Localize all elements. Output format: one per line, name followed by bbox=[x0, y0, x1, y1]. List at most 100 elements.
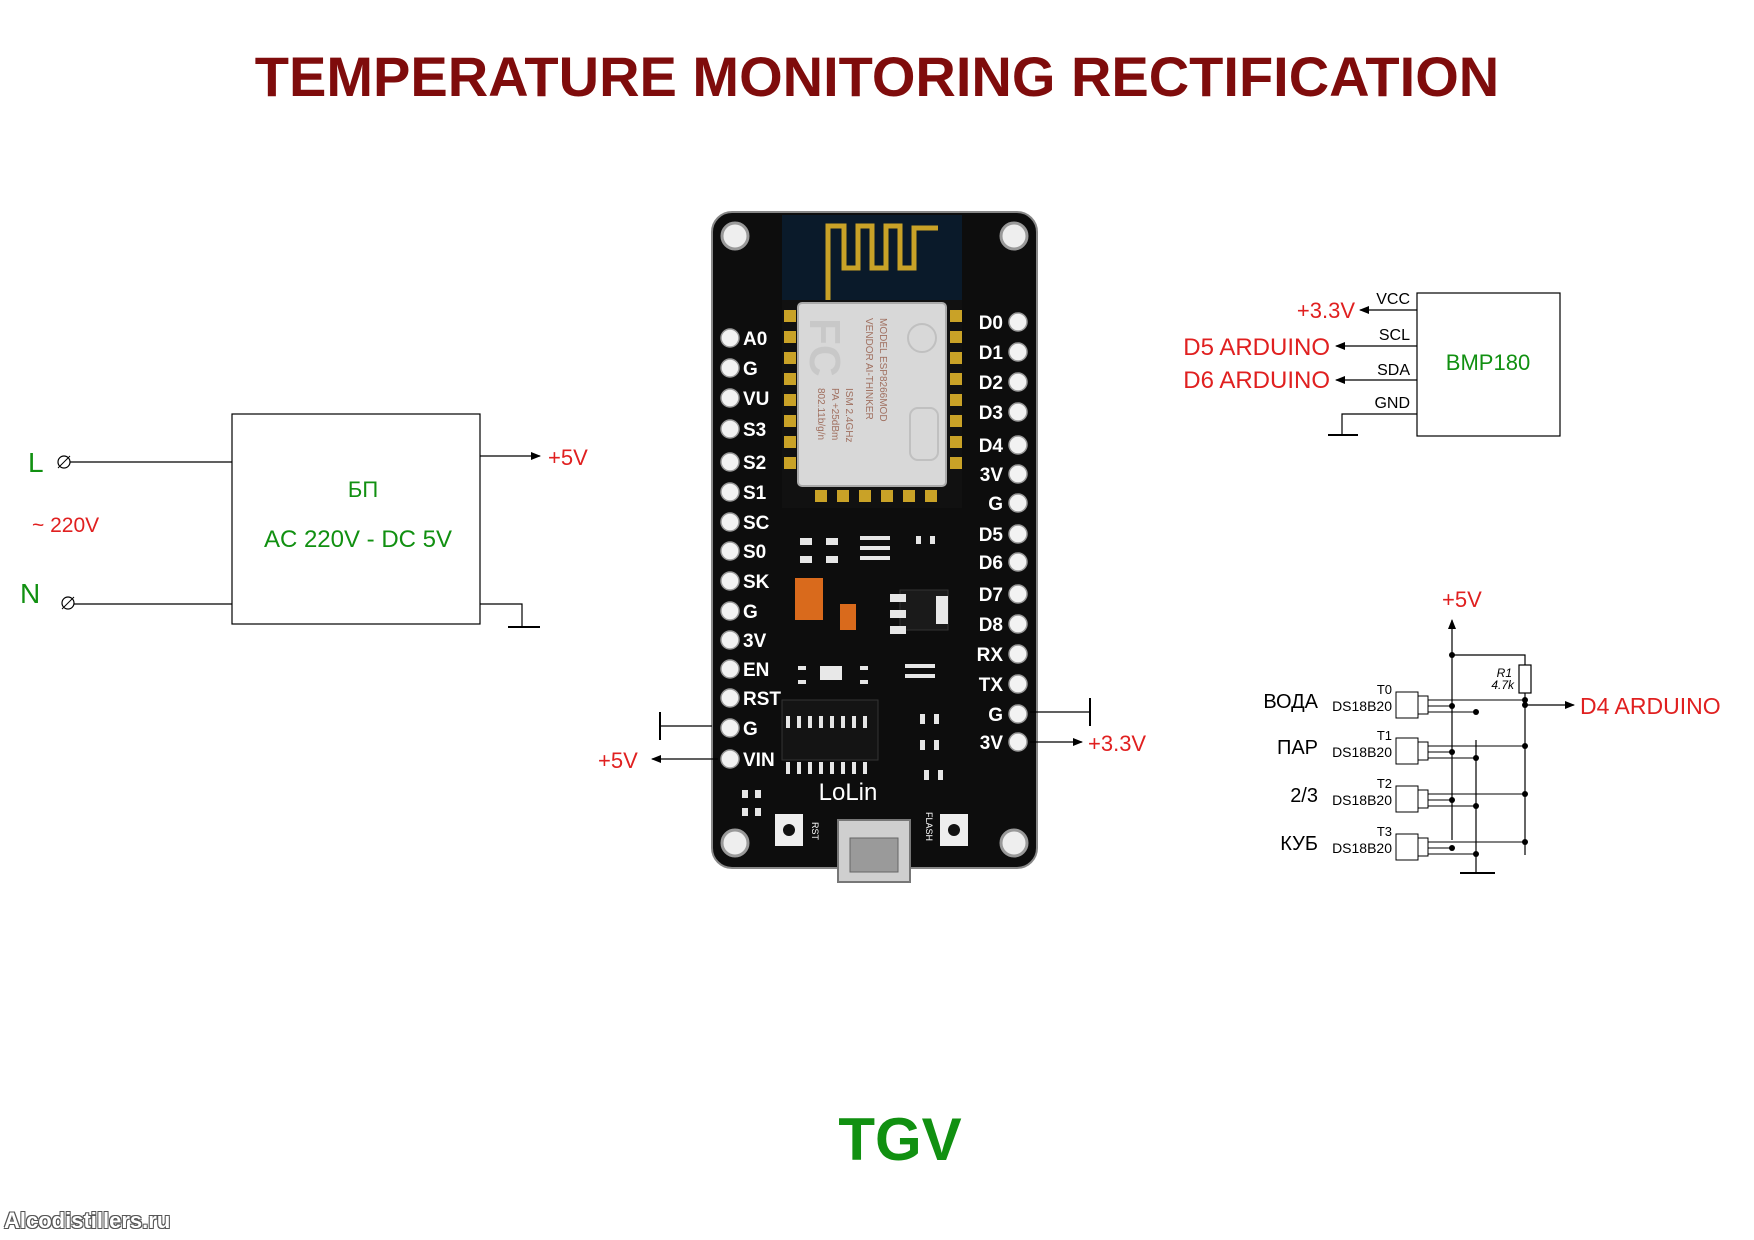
module-text-4: PA +25dBm bbox=[829, 388, 840, 440]
module-pad bbox=[950, 352, 962, 364]
psu-spec: AC 220V - DC 5V bbox=[264, 526, 452, 553]
left-pin-pad bbox=[720, 601, 740, 621]
left-pin-label: G bbox=[743, 602, 758, 623]
pullup-resistor bbox=[1518, 664, 1532, 694]
right-pin-label: TX bbox=[979, 675, 1004, 696]
flash-button-label: FLASH bbox=[924, 812, 934, 841]
bmp180-gnd-wire bbox=[1341, 413, 1417, 434]
resistor-feed bbox=[1452, 654, 1526, 665]
module-pads bbox=[784, 310, 962, 502]
power-supply-block: БП AC 220V - DC 5V L ~ 220V N +5V bbox=[20, 413, 588, 628]
chip-leg bbox=[786, 716, 790, 728]
chip-leg bbox=[841, 762, 845, 774]
left-pin-pad bbox=[720, 718, 740, 738]
module-pad bbox=[784, 436, 796, 448]
left-pin-pad bbox=[720, 571, 740, 591]
smd-component bbox=[798, 680, 806, 684]
smd-component bbox=[755, 790, 761, 798]
module-pad bbox=[950, 457, 962, 469]
left-pin-label: SC bbox=[743, 513, 770, 534]
left-pin-label: A0 bbox=[743, 329, 767, 350]
sensor-location-label: ВОДА bbox=[1263, 691, 1318, 713]
smd-component bbox=[924, 770, 929, 780]
smd-component bbox=[920, 714, 925, 724]
orange-cap-2 bbox=[840, 604, 856, 630]
module-pad bbox=[903, 490, 915, 502]
ai-logo bbox=[907, 323, 937, 353]
chip-leg bbox=[819, 716, 823, 728]
smd-component bbox=[905, 664, 935, 668]
module-pad bbox=[784, 310, 796, 322]
ds18b20-icon bbox=[1395, 737, 1419, 765]
sensor-id-label: T0 bbox=[1377, 682, 1392, 697]
smd-component bbox=[930, 536, 935, 544]
mount-hole-tr bbox=[999, 221, 1029, 251]
resistor-value: 4.7k bbox=[1491, 678, 1515, 692]
right-pin-label: D6 bbox=[979, 553, 1003, 574]
chip-leg bbox=[863, 716, 867, 728]
right-pin-pad bbox=[1008, 342, 1028, 362]
bmp180-pin-sda: SDA bbox=[1377, 362, 1410, 379]
module-text-2: VENDOR AI-THINKER bbox=[863, 318, 874, 420]
left-pin-label: VU bbox=[743, 389, 769, 410]
chip-leg bbox=[797, 762, 801, 774]
ds18b20-icon bbox=[1395, 691, 1419, 719]
psu-name: БП bbox=[348, 477, 378, 502]
module-text-1: MODEL ESP8266MOD bbox=[877, 318, 888, 422]
chip-leg bbox=[863, 762, 867, 774]
smd-component bbox=[826, 538, 838, 545]
smd-component bbox=[800, 538, 812, 545]
board-left-connections: +5V bbox=[598, 712, 718, 773]
brand-label: LoLin bbox=[819, 779, 878, 806]
right-pin-label: G bbox=[988, 494, 1003, 515]
smd-component bbox=[826, 556, 838, 563]
smd-component bbox=[905, 674, 935, 678]
sensor-part-label: DS18B20 bbox=[1332, 792, 1392, 808]
wifi-logo bbox=[909, 407, 939, 461]
chip-leg bbox=[819, 762, 823, 774]
chip-leg bbox=[808, 716, 812, 728]
left-pin-pad bbox=[720, 630, 740, 650]
module-pad bbox=[837, 490, 849, 502]
right-pin-pad bbox=[1008, 552, 1028, 572]
sensor-part-label: DS18B20 bbox=[1332, 840, 1392, 856]
right-pin-label: D5 bbox=[979, 525, 1004, 546]
mains-voltage: ~ 220V bbox=[32, 514, 99, 537]
left-pin-label: G bbox=[743, 719, 758, 740]
right-pin-pad bbox=[1008, 614, 1028, 634]
resistor-name: R1 bbox=[1497, 666, 1512, 680]
right-pin-label: D7 bbox=[979, 585, 1003, 606]
bmp180-name: BMP180 bbox=[1446, 350, 1530, 375]
rst-button-label: RST bbox=[810, 822, 820, 841]
module-pad bbox=[881, 490, 893, 502]
module-pad bbox=[925, 490, 937, 502]
board-right-connections: +3.3V bbox=[1030, 698, 1146, 756]
module-pad bbox=[784, 415, 796, 427]
psu-output-label: +5V bbox=[548, 445, 588, 470]
smd-component bbox=[860, 680, 868, 684]
left-pin-label: S1 bbox=[743, 483, 767, 504]
left-pin-label: RST bbox=[743, 689, 781, 710]
bmp180-block: BMP180 VCC +3.3V SCL D5 ARDUINO SDA D6 A… bbox=[1183, 291, 1561, 437]
right-pin-label: 3V bbox=[980, 733, 1004, 754]
module-pad bbox=[815, 490, 827, 502]
smd-component bbox=[800, 556, 812, 563]
smd-component bbox=[742, 808, 748, 816]
mount-hole-bl bbox=[720, 828, 750, 858]
right-pin-pad bbox=[1008, 435, 1028, 455]
module-pad bbox=[784, 457, 796, 469]
ds18b20-icon bbox=[1395, 833, 1419, 861]
left-pin-pad bbox=[720, 688, 740, 708]
smd-component bbox=[920, 740, 925, 750]
module-pad bbox=[950, 310, 962, 322]
left-pin-pad bbox=[720, 388, 740, 408]
smd-component bbox=[890, 626, 906, 634]
smd-led bbox=[820, 666, 842, 680]
chip-leg bbox=[797, 716, 801, 728]
chip-leg bbox=[841, 716, 845, 728]
module-pad bbox=[950, 394, 962, 406]
chip-leg bbox=[852, 762, 856, 774]
sensor-bus-block: +5V R1 4.7k D4 ARDUINO ВОДАT0DS18B20ПАРT… bbox=[1263, 587, 1721, 874]
